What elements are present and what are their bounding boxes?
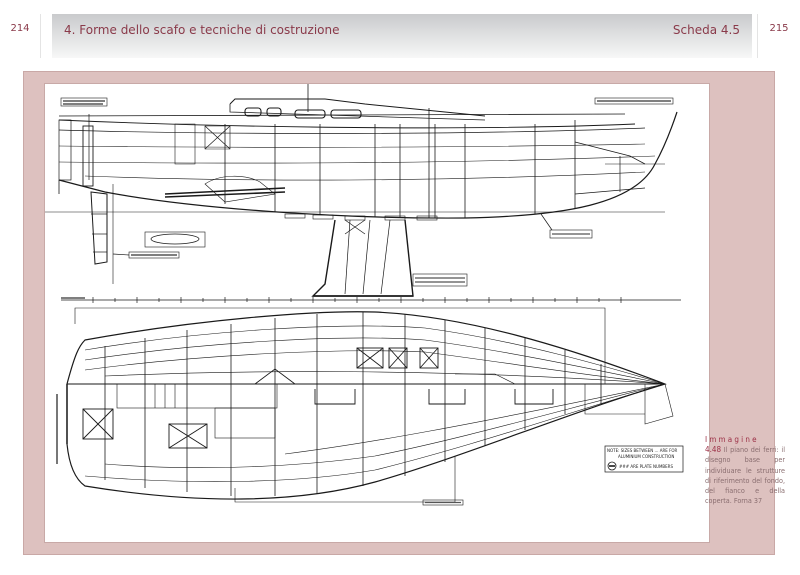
figure-number: 4.48 [705, 445, 722, 455]
note-line-2: ALUMINIUM CONSTRUCTION [618, 454, 674, 459]
label-box [60, 97, 108, 107]
technical-drawing: NOTE: SIZES BETWEEN … ARE FOR ALUMINIUM … [44, 83, 710, 543]
label-box [594, 97, 674, 105]
profile-view [45, 84, 678, 297]
drawing-note-box [604, 445, 684, 473]
station-ruler [61, 297, 681, 303]
figure-caption-text: Il piano dei ferri: il disegno base per … [705, 445, 785, 506]
figure-caption: Immagine 4.48 Il piano dei ferri: il dis… [705, 435, 785, 506]
boat-plan-svg: NOTE: SIZES BETWEEN … ARE FOR ALUMINIUM … [45, 84, 684, 506]
figure-label: Immagine [705, 435, 759, 444]
chapter-title: 4. Forme dello scafo e tecniche di costr… [64, 23, 340, 37]
note-line-1: NOTE: SIZES BETWEEN … ARE FOR [607, 448, 678, 453]
note-line-3: ### ARE PLATE NUMBERS [619, 464, 673, 469]
page-number-right: 215 [757, 14, 800, 58]
page-number-left-text: 214 [10, 23, 30, 34]
page-number-left: 214 [0, 14, 41, 58]
page-number-right-text: 215 [769, 23, 789, 34]
chapter-header: 4. Forme dello scafo e tecniche di costr… [52, 14, 752, 58]
section-label: Scheda 4.5 [672, 23, 740, 37]
plan-view: NOTE: SIZES BETWEEN … ARE FOR ALUMINIUM … [56, 307, 684, 506]
